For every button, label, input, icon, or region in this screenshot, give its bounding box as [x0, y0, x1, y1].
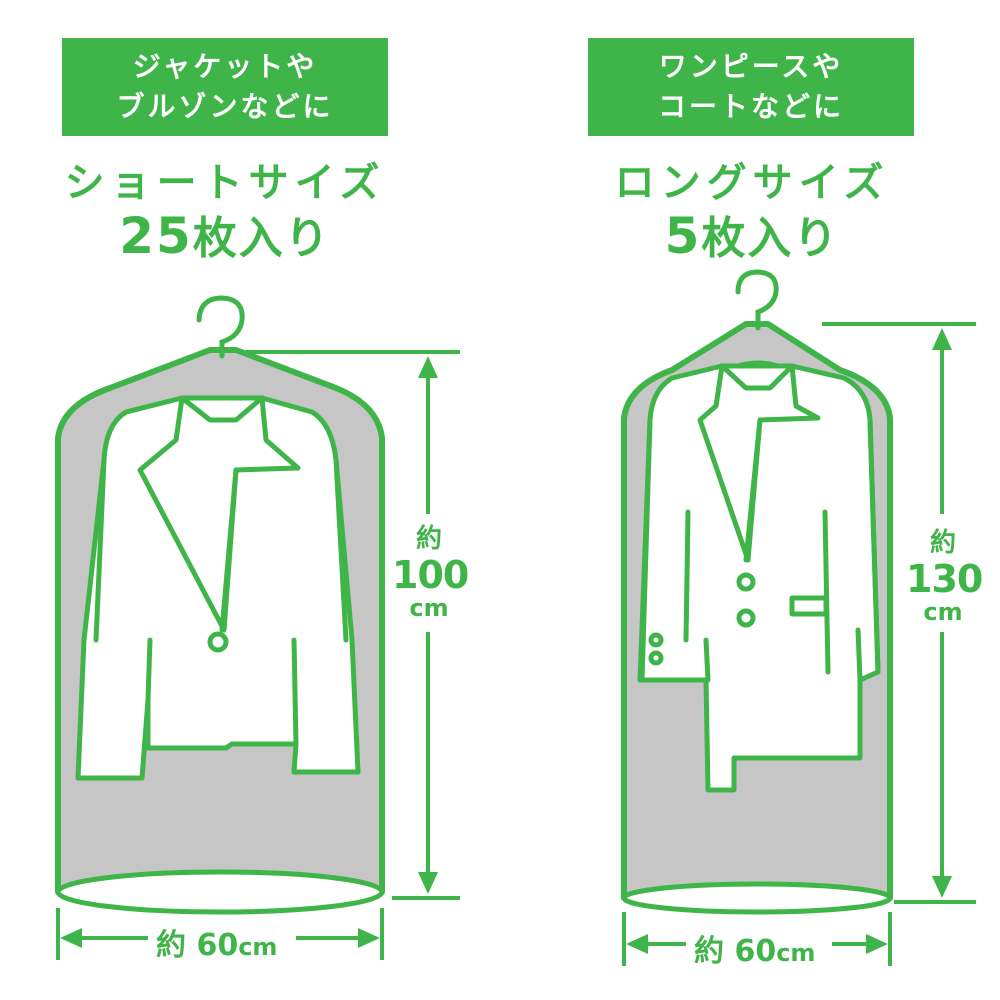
short-width-unit: cm [238, 933, 278, 961]
long-count: 5枚入り [502, 202, 1000, 266]
short-size-name: ショートサイズ [64, 160, 386, 206]
short-bag-illustration [55, 295, 460, 960]
long-width-unit: cm [776, 939, 816, 967]
short-width-approx: 約 [156, 928, 186, 963]
long-width-approx: 約 [694, 934, 724, 969]
long-height-label: 約 130 cm [906, 528, 983, 626]
long-bag-illustration [621, 269, 976, 966]
short-badge-line1: ジャケットや [132, 50, 318, 83]
long-height-unit: cm [923, 598, 963, 626]
short-height-label: 約 100 cm [392, 524, 469, 622]
long-count-number: 5 [664, 207, 702, 265]
short-width-label: 約 60cm [150, 920, 284, 964]
short-count-suffix: 枚入り [192, 213, 331, 264]
long-badge-line2: コートなどに [657, 90, 844, 123]
long-height-approx: 約 [929, 528, 956, 558]
long-size-panel: ワンピースや コートなどに ロングサイズ 5枚入り [500, 0, 1000, 1000]
short-use-badge: ジャケットや ブルゾンなどに [62, 38, 388, 136]
jacket-icon [75, 395, 361, 781]
long-width-value: 60 [734, 934, 777, 969]
long-height-arrow [822, 322, 976, 904]
coat-icon [637, 363, 881, 793]
short-count-number: 25 [119, 207, 193, 265]
long-width-arrow [622, 912, 892, 966]
short-width-value: 60 [196, 928, 239, 963]
short-count: 25枚入り [0, 202, 475, 266]
long-width-label: 約 60cm [688, 926, 822, 970]
long-size-name: ロングサイズ [614, 160, 890, 206]
short-height-arrow [246, 350, 460, 900]
long-use-badge: ワンピースや コートなどに [588, 38, 914, 136]
short-height-unit: cm [409, 594, 449, 622]
short-height-value: 100 [392, 553, 469, 597]
long-badge-line1: ワンピースや [658, 50, 844, 83]
long-height-value: 130 [906, 557, 983, 601]
short-badge-line2: ブルゾンなどに [116, 90, 334, 123]
long-count-suffix: 枚入り [701, 213, 840, 264]
short-height-approx: 約 [415, 524, 442, 554]
short-width-arrow [56, 908, 384, 960]
short-size-panel: ジャケットや ブルゾンなどに ショートサイズ 25枚入り [0, 38, 475, 964]
